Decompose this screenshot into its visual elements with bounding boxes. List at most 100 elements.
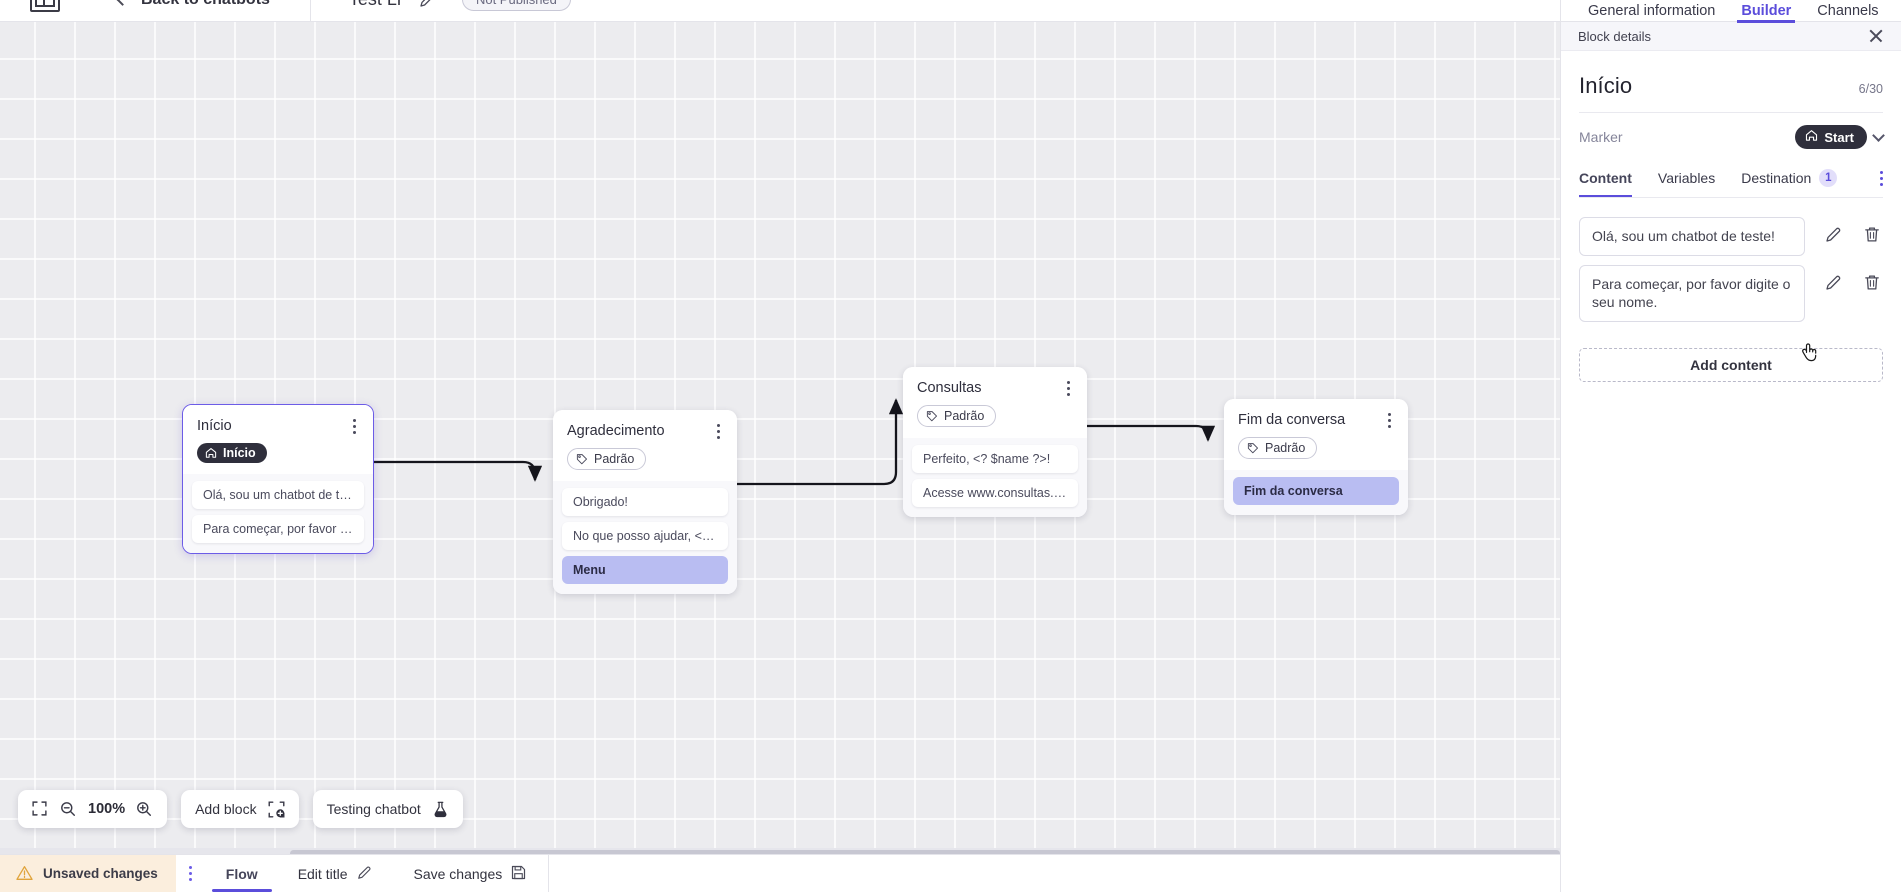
list-item: Olá, sou um chatbot de teste! [1579, 217, 1883, 256]
tab-channels[interactable]: Channels [1817, 2, 1879, 19]
home-icon [1805, 129, 1818, 145]
trash-icon[interactable] [1864, 226, 1881, 243]
tab-destination-label: Destination [1741, 170, 1812, 186]
node-menu-button[interactable] [1381, 411, 1397, 429]
node-menu-button[interactable] [346, 417, 362, 435]
node-marker-chip-default: Padrão [567, 448, 647, 470]
top-bar: Back to chatbots Test Li Not Published [0, 0, 1901, 22]
tab-flow[interactable]: Flow [206, 855, 278, 892]
pencil-icon[interactable] [1825, 274, 1842, 291]
tab-builder[interactable]: Builder [1728, 0, 1804, 23]
scrollbar-thumb[interactable] [290, 850, 1560, 857]
flow-node-consultas[interactable]: Consultas Padrão Perfeito, <? $name ?>! … [903, 367, 1087, 517]
content-list: Olá, sou um chatbot de teste! Para começ… [1579, 198, 1883, 322]
pencil-icon [357, 865, 374, 882]
tab-content[interactable]: Content [1579, 170, 1632, 197]
publish-status-badge: Not Published [461, 0, 571, 11]
node-header: Início Início [183, 405, 373, 474]
unsaved-changes-label: Unsaved changes [43, 866, 158, 881]
node-title: Início [197, 418, 232, 434]
testing-chatbot-label: Testing chatbot [326, 801, 421, 817]
fit-screen-icon[interactable] [32, 800, 49, 818]
add-block-icon [268, 801, 285, 818]
status-bar-divider [548, 855, 550, 892]
chevron-left-icon[interactable] [116, 0, 129, 6]
node-message[interactable]: Olá, sou um chatbot de teste! [192, 481, 364, 509]
edit-title-button[interactable]: Edit title [278, 855, 394, 892]
product-logo-icon[interactable] [30, 0, 60, 12]
node-marker-chip-label: Início [223, 446, 256, 460]
zoom-level: 100% [88, 801, 126, 817]
tab-general-information[interactable]: General information [1588, 2, 1716, 19]
content-actions [1805, 265, 1883, 291]
node-message-accent[interactable]: Menu [562, 556, 728, 584]
marker-label: Marker [1579, 129, 1623, 145]
panel-menu-button[interactable] [1880, 170, 1883, 196]
close-icon[interactable] [1868, 28, 1884, 44]
node-messages: Perfeito, <? $name ?>! Acesse www.consul… [903, 438, 1087, 517]
add-content-button[interactable]: Add content [1579, 347, 1883, 382]
add-block-label: Add block [195, 801, 257, 817]
panel-tabs: Content Variables Destination 1 [1579, 155, 1883, 198]
block-details-label: Block details [1578, 28, 1651, 44]
top-bar-divider [309, 0, 311, 22]
list-item: Para começar, por favor digite o seu nom… [1579, 264, 1883, 322]
node-message-accent[interactable]: Fim da conversa [1233, 477, 1399, 505]
tab-variables[interactable]: Variables [1658, 170, 1715, 196]
right-panel: General information Builder Channels Blo… [1560, 0, 1901, 892]
node-message[interactable]: Obrigado! [562, 488, 728, 516]
floppy-disk-icon [511, 865, 528, 882]
node-messages: Olá, sou um chatbot de teste! Para começ… [183, 474, 373, 553]
node-menu-button[interactable] [1060, 379, 1076, 397]
node-message[interactable]: Acesse www.consultas.com par... [912, 479, 1078, 507]
page-title: Início [1579, 73, 1633, 98]
pencil-icon[interactable] [1825, 226, 1842, 243]
zoom-out-icon[interactable] [60, 801, 77, 818]
panel-top-tabs: General information Builder Channels [1561, 0, 1901, 23]
node-message[interactable]: No que posso ajudar, <? $name ... [562, 522, 728, 550]
back-to-chatbots-link[interactable]: Back to chatbots [141, 0, 270, 9]
node-message[interactable]: Perfeito, <? $name ?>! [912, 445, 1078, 473]
node-messages: Fim da conversa [1224, 470, 1408, 515]
save-changes-button[interactable]: Save changes [394, 855, 549, 892]
node-messages: Obrigado! No que posso ajudar, <? $name … [553, 481, 737, 594]
node-marker-chip-label: Padrão [944, 409, 985, 423]
node-menu-button[interactable] [710, 422, 726, 440]
flow-edges [372, 398, 1216, 486]
node-marker-chip-label: Padrão [594, 452, 635, 466]
flow-node-inicio[interactable]: Início Início Olá, sou um chatbot de tes… [182, 404, 374, 554]
content-actions [1805, 217, 1883, 243]
content-text[interactable]: Olá, sou um chatbot de teste! [1579, 217, 1805, 256]
flow-canvas[interactable]: Início Início Olá, sou um chatbot de tes… [0, 22, 1560, 860]
node-title: Fim da conversa [1238, 412, 1346, 428]
tab-destination[interactable]: Destination 1 [1741, 169, 1838, 197]
flow-node-fim-da-conversa[interactable]: Fim da conversa Padrão Fim da conversa [1224, 399, 1408, 515]
top-bar-left: Back to chatbots [0, 0, 270, 21]
flask-icon [432, 801, 449, 818]
block-details-header: Block details [1561, 22, 1901, 51]
content-text[interactable]: Para começar, por favor digite o seu nom… [1579, 264, 1805, 322]
testing-chatbot-button[interactable]: Testing chatbot [312, 790, 463, 828]
marker-value-chip[interactable]: Start [1795, 125, 1867, 149]
canvas-toolbar: 100% Add block Testing chatbot [18, 790, 463, 828]
trash-icon[interactable] [1864, 274, 1881, 291]
status-badge: 1 [1819, 169, 1838, 187]
flow-node-agradecimento[interactable]: Agradecimento Padrão Obrigado! No que po… [553, 410, 737, 594]
node-header: Agradecimento Padrão [553, 410, 737, 481]
block-title-row: Início 6/30 [1579, 51, 1883, 113]
canvas-horizontal-scrollbar[interactable] [0, 848, 1560, 859]
pencil-icon[interactable] [419, 0, 436, 8]
chevron-down-icon[interactable] [1872, 128, 1885, 142]
add-block-button[interactable]: Add block [181, 790, 299, 828]
marker-value-label: Start [1824, 129, 1854, 145]
marker-select[interactable]: Start [1795, 125, 1885, 149]
warning-triangle-icon [16, 865, 33, 882]
home-icon [205, 447, 217, 459]
node-marker-chip-start: Início [197, 443, 267, 463]
node-marker-chip-default: Padrão [1238, 437, 1318, 459]
node-message[interactable]: Para começar, por favor digite o ... [192, 515, 364, 543]
status-bar-menu-button[interactable] [176, 855, 206, 892]
node-header: Fim da conversa Padrão [1224, 399, 1408, 470]
zoom-in-icon[interactable] [136, 801, 153, 818]
tag-icon [1247, 442, 1259, 454]
